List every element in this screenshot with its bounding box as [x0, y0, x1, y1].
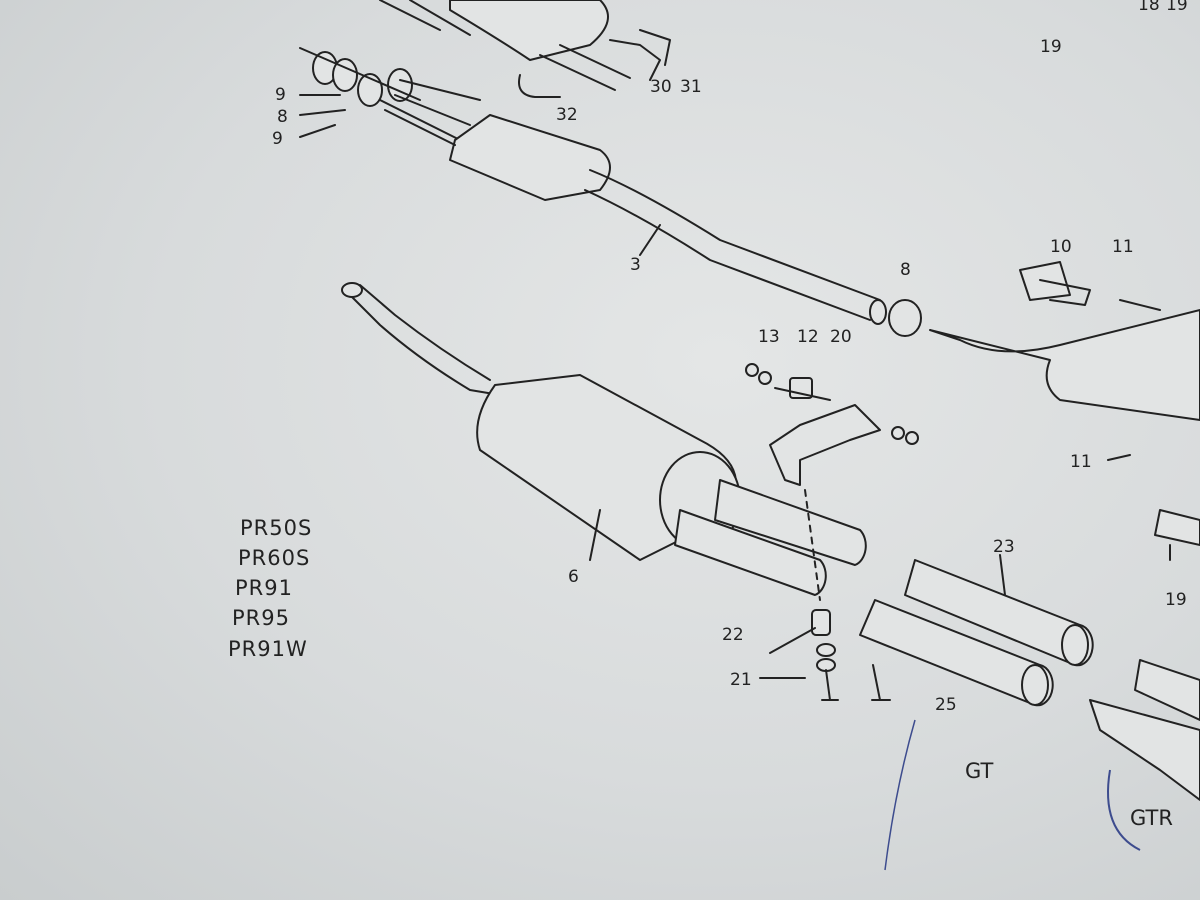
clamp-8 [888, 299, 922, 337]
upper-muffler-assembly [379, 0, 671, 98]
part-number: 3 [630, 255, 641, 275]
part-number: 11 [1070, 452, 1092, 472]
part-number: 8 [900, 260, 911, 280]
part-number: 23 [993, 537, 1015, 557]
part-number: 13 [758, 327, 780, 347]
model-code: PR95 [232, 606, 290, 630]
part-number: 30 [650, 77, 672, 97]
front-muffler-3 [384, 94, 887, 325]
clamps-9-8 [299, 47, 481, 141]
part-number: 6 [568, 567, 579, 587]
grade-label-gt: GT [965, 759, 994, 783]
part-number: 22 [722, 625, 744, 645]
tail-pipes-23 [859, 509, 1200, 801]
ink-mark [884, 719, 916, 871]
part-number: 32 [556, 105, 578, 125]
grade-label-gtr: GTR [1130, 806, 1173, 830]
part-number: 25 [935, 695, 957, 715]
model-code: PR50S [240, 516, 312, 540]
hardware-21-22-25 [811, 609, 891, 701]
part-number: 21 [730, 670, 752, 690]
part-number: 19 [1040, 37, 1062, 57]
part-number: 31 [680, 77, 702, 97]
part-number: 19 [1165, 590, 1187, 610]
part-number: 9 [272, 129, 283, 149]
part-number: 8 [277, 107, 288, 127]
part-number: 18 [1138, 0, 1160, 15]
part-number: 19 [1166, 0, 1188, 15]
ink-stamp [1107, 769, 1141, 851]
rear-muffler-right [929, 261, 1200, 421]
main-muffler-6 [341, 282, 867, 596]
part-number: 11 [1112, 237, 1134, 257]
model-code: PR91W [228, 637, 308, 661]
model-code: PR60S [238, 546, 310, 570]
model-code: PR91 [235, 576, 293, 600]
part-number: 12 [797, 327, 819, 347]
part-number: 10 [1050, 237, 1072, 257]
part-number: 9 [275, 85, 286, 105]
part-number: 20 [830, 327, 852, 347]
bracket-hardware-12-13-20 [745, 363, 919, 601]
